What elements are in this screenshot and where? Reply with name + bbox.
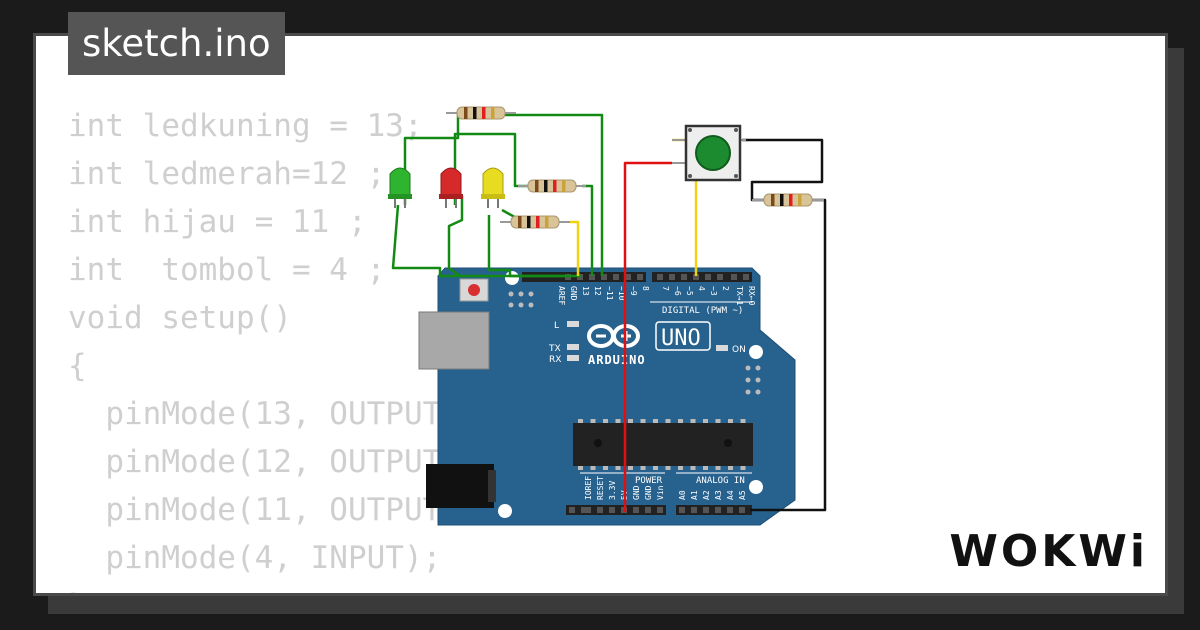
power-pin-label: GND	[644, 485, 653, 500]
top-pin-label: ~10	[617, 286, 626, 301]
top-pin-label: GND	[569, 286, 578, 301]
filename-tab[interactable]: sketch.ino	[68, 12, 285, 75]
top-pin-label: ~9	[629, 286, 638, 296]
code-line: pinMode(13, OUTPUT);	[68, 396, 479, 432]
power-pin-label: 3.3V	[608, 481, 617, 500]
code-line: int ledkuning = 13;	[68, 108, 423, 144]
code-line: int tombol = 4 ;	[68, 252, 386, 288]
wire-yellow-1	[570, 220, 580, 276]
top-pin-label: 7	[661, 286, 670, 291]
analog-pin-label: A0	[678, 490, 687, 500]
atmega-chip	[573, 423, 753, 466]
power-jack	[426, 464, 494, 508]
digital-header-label: DIGITAL (PWM ~)	[662, 306, 743, 316]
led-on-label: ON	[732, 345, 746, 355]
wire-green-1	[403, 113, 604, 276]
top-pin-label: TX→1	[735, 286, 744, 305]
top-pin-label: ~3	[709, 286, 718, 296]
resistor-4[interactable]	[752, 193, 824, 207]
wokwi-logo: WOKWi	[949, 526, 1148, 577]
board-model-label: UNO	[661, 326, 701, 351]
power-label: POWER	[635, 476, 663, 486]
top-pin-label: RX←0	[747, 286, 756, 305]
led-red[interactable]	[439, 167, 463, 208]
pushbutton[interactable]	[672, 124, 746, 182]
top-pin-label: 4	[697, 286, 706, 291]
wire-green-7	[447, 196, 464, 278]
top-pin-label: 12	[593, 286, 602, 296]
led-l-label: L	[554, 321, 559, 331]
top-pin-label: ~5	[685, 286, 694, 296]
power-pin-label: RESET	[596, 476, 605, 500]
analog-pin-label: A1	[690, 490, 699, 500]
analog-pin-label: A3	[714, 490, 723, 500]
analog-pin-label: A5	[738, 490, 747, 500]
code-line: int ledmerah=12 ;	[68, 156, 386, 192]
wire-red	[623, 161, 672, 512]
analog-label: ANALOG IN	[696, 476, 745, 486]
power-pin-label: GND	[632, 485, 641, 500]
power-pin-label: IOREF	[584, 476, 593, 500]
code-line: int hijau = 11 ;	[68, 204, 367, 240]
analog-pin-label: A2	[702, 490, 711, 500]
usb-port	[418, 311, 490, 370]
led-green[interactable]	[388, 167, 412, 208]
top-pin-label: 13	[581, 286, 590, 296]
analog-pin-label: A4	[726, 490, 735, 500]
top-pin-label: ~6	[673, 286, 682, 296]
code-line: pinMode(4, INPUT);	[68, 540, 442, 576]
top-pin-label: 8	[641, 286, 650, 291]
resistor-3[interactable]	[500, 215, 570, 229]
code-line: {	[68, 348, 87, 384]
top-pin-label: ~11	[605, 286, 614, 301]
led-yellow[interactable]	[481, 167, 505, 208]
resistor-2[interactable]	[518, 179, 586, 193]
wire-green-4	[487, 215, 565, 278]
svg-text:ARDUINO: ARDUINO	[588, 353, 646, 367]
wire-green-6	[582, 184, 594, 276]
resistor-1[interactable]	[446, 106, 516, 120]
code-line: void setup()	[68, 300, 292, 336]
power-pin-label: Vin	[656, 485, 665, 500]
wire-black-1	[742, 138, 824, 202]
code-line: }	[68, 582, 479, 593]
led-rx-label: RX	[549, 355, 561, 365]
top-pin-label: 2	[721, 286, 730, 291]
top-pin-label: AREF	[557, 286, 566, 305]
led-tx-label: TX	[548, 344, 561, 354]
